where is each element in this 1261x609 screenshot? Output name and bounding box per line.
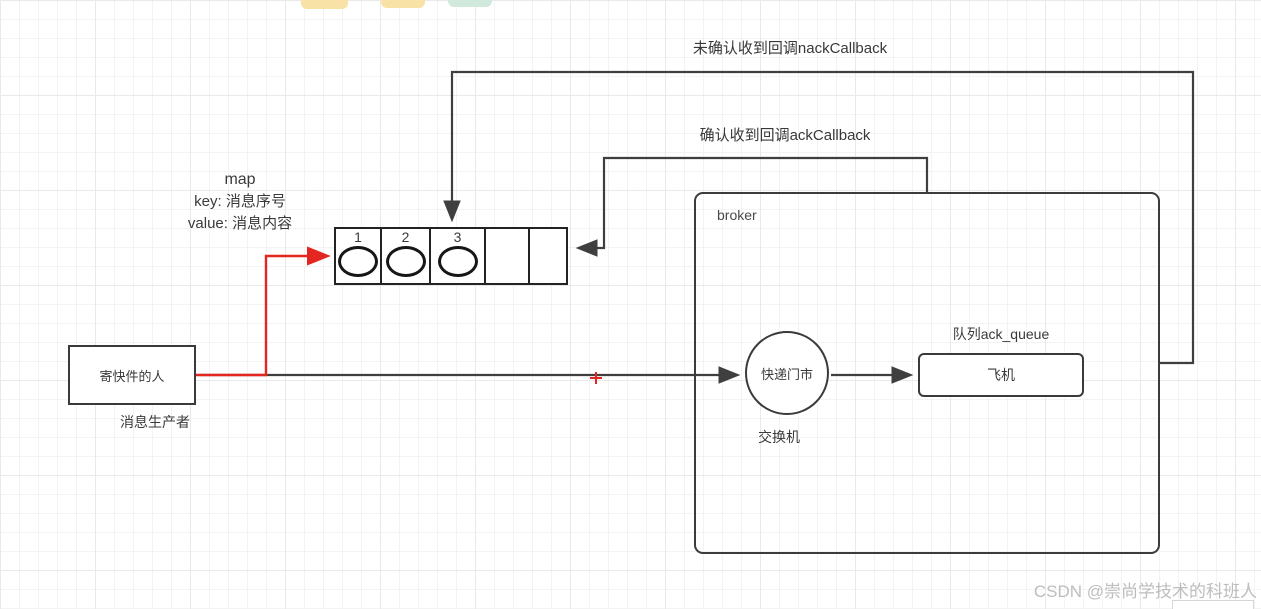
- broker-container: [694, 192, 1160, 554]
- palette-yellow-shape-1: [301, 0, 348, 9]
- cutoff-rectangle: [1172, 600, 1254, 609]
- map-slot-1: 1: [336, 229, 382, 283]
- ack-queue-caption: 队列ack_queue: [952, 326, 1050, 342]
- producer-to-map-red-arrow: [196, 246, 331, 377]
- slot-number: 1: [354, 229, 362, 245]
- ack-queue-node: 飞机: [918, 353, 1084, 397]
- red-crosshair-mark: [590, 372, 602, 384]
- nack-callback-arrow: [443, 70, 1195, 365]
- map-title: map: [224, 171, 256, 188]
- broker-label: broker: [717, 207, 757, 223]
- map-slot-5-empty: [530, 229, 565, 283]
- map-slot-3: 3: [431, 229, 486, 283]
- exchange-caption: 交换机: [758, 429, 800, 445]
- ack-queue-node-label: 飞机: [987, 367, 1015, 383]
- message-oval: [338, 246, 378, 277]
- producer-caption: 消息生产者: [120, 414, 190, 430]
- csdn-watermark: CSDN @崇尚学技术的科班人: [1033, 582, 1257, 601]
- slot-number: 3: [453, 229, 462, 245]
- message-map-slots: 1 2 3: [334, 227, 568, 285]
- producer-node-label: 寄快件的人: [99, 368, 165, 384]
- slot-number: 2: [401, 229, 410, 245]
- map-annotation: map key: 消息序号 value: 消息内容: [140, 169, 340, 235]
- exchange-node-label: 快递门市: [760, 366, 813, 382]
- ack-callback-arrow: [575, 156, 929, 257]
- palette-yellow-shape-2: [381, 0, 425, 8]
- map-key-line: key: 消息序号: [194, 193, 286, 210]
- map-slot-4-empty: [486, 229, 530, 283]
- message-oval: [437, 246, 478, 277]
- ack-callout-label: 确认收到回调ackCallback: [699, 127, 871, 144]
- nack-callout-label: 未确认收到回调nackCallback: [692, 40, 888, 57]
- palette-green-shape: [448, 0, 492, 7]
- producer-node: 寄快件的人: [68, 345, 196, 405]
- exchange-node: 快递门市: [745, 331, 829, 415]
- map-value-line: value: 消息内容: [187, 215, 293, 232]
- map-slot-2: 2: [382, 229, 431, 283]
- message-oval: [385, 246, 426, 277]
